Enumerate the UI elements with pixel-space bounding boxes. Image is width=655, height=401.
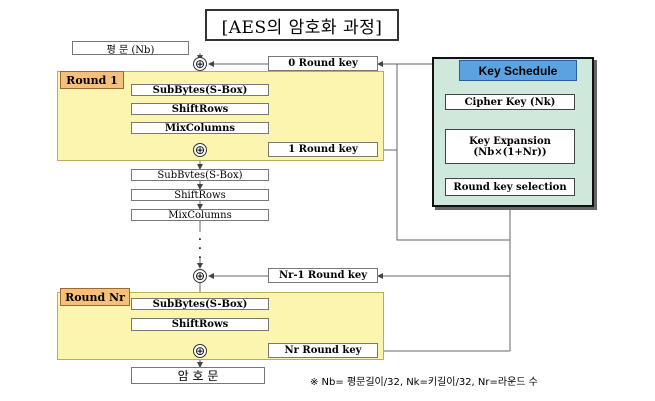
round1-subbytes: SubBytes(S-Box): [131, 84, 269, 96]
round1-shiftrows: ShiftRows: [131, 103, 269, 115]
round-key-selection-label: Round key selection: [453, 181, 567, 193]
cipher-key-box: Cipher Key (Nk): [445, 94, 575, 110]
ellipsis-dots: · · ·: [197, 232, 203, 266]
round-key-nr-1: Nr-1 Round key: [268, 268, 378, 283]
xor-operator-nr1: ⊕: [193, 269, 207, 283]
key-expansion-formula: (Nb×(1+Nr)): [473, 146, 547, 158]
round-key-nr: Nr Round key: [268, 343, 378, 358]
roundnr-shiftrows: ShiftRows: [131, 318, 269, 331]
round-1-label: Round 1: [60, 71, 124, 89]
xor-operator-nr: ⊕: [193, 344, 207, 358]
ciphertext-box: 암 호 문: [131, 367, 265, 384]
key-expansion-label: Key Expansion: [469, 135, 551, 147]
round1-mixcolumns: MixColumns: [131, 122, 269, 134]
round-key-0: 0 Round key: [268, 56, 378, 71]
cipher-key-label: Cipher Key (Nk): [464, 96, 556, 108]
page-title: [AES의 암호화 과정]: [205, 9, 399, 41]
mid-shiftrows: ShiftRows: [131, 189, 269, 201]
mid-mixcolumns: MixColumns: [131, 209, 269, 221]
key-expansion-box: Key Expansion (Nb×(1+Nr)): [445, 129, 575, 164]
round-nr-label: Round Nr: [60, 288, 130, 306]
roundnr-subbytes: SubBytes(S-Box): [131, 298, 269, 310]
key-schedule-title: Key Schedule: [459, 60, 577, 81]
round-key-1: 1 Round key: [268, 142, 378, 157]
xor-operator-1: ⊕: [193, 143, 207, 157]
round-key-selection-box: Round key selection: [445, 178, 575, 196]
xor-operator-0: ⊕: [193, 57, 207, 71]
footnote: ※ Nb= 평문길이/32, Nk=키길이/32, Nr=라운드 수: [310, 377, 538, 388]
mid-subbytes: SubBvtes(S-Box): [131, 169, 269, 181]
plaintext-box: 평 문 (Nb): [72, 41, 189, 56]
